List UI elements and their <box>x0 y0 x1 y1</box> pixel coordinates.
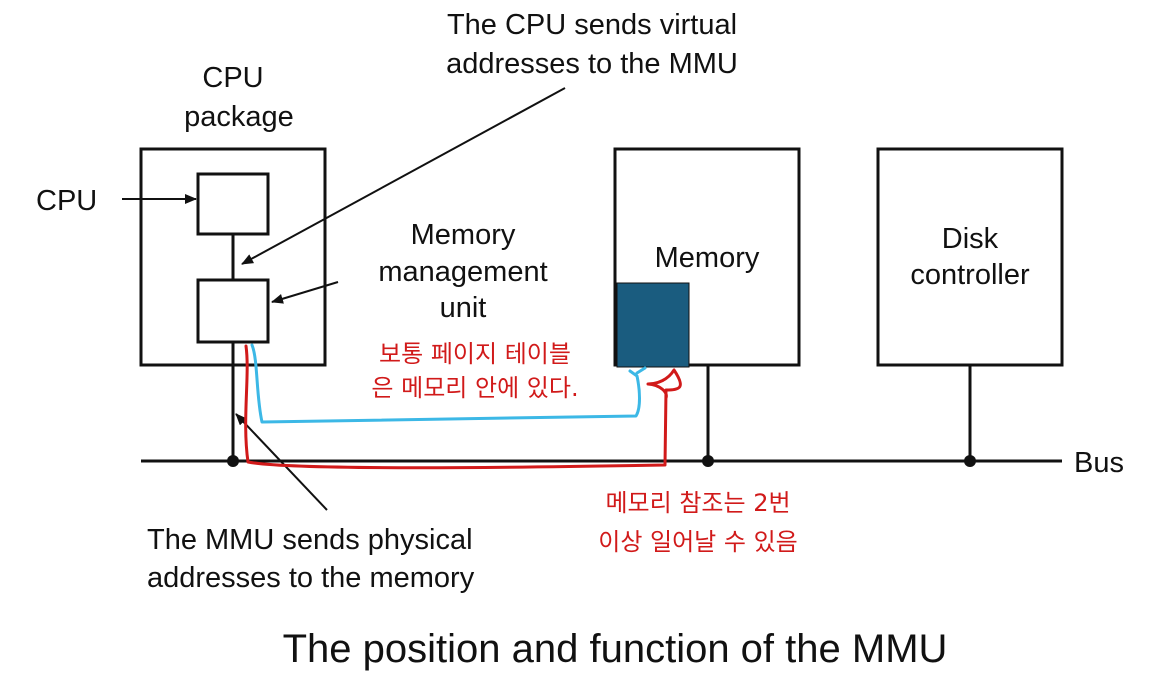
figure-caption: The position and function of the MMU <box>283 627 948 671</box>
disk-controller-box <box>876 147 1064 367</box>
disk-label-line1: Disk <box>942 223 999 255</box>
bus-junction-mmu <box>227 455 239 467</box>
cpu-package-label-line1: CPU <box>202 62 263 94</box>
memory-ref-note-line2: 이상 일어날 수 있음 <box>598 528 798 556</box>
cpu-package-label-line2: package <box>184 101 294 133</box>
physical-address-arrow <box>235 413 328 511</box>
mmu-sends-label-line2: addresses to the memory <box>147 562 475 594</box>
virtual-address-arrow <box>241 87 566 265</box>
page-table-note-line2: 은 메모리 안에 있다. <box>371 374 578 402</box>
mmu-sends-label-line1: The MMU sends physical <box>147 524 473 556</box>
page-table-block <box>616 282 690 368</box>
bus-label: Bus <box>1074 447 1124 479</box>
memory-ref-note-line1: 메모리 참조는 2번 <box>605 489 790 517</box>
mmu-label-line2: management <box>378 256 547 288</box>
cpu-label: CPU <box>36 185 97 217</box>
bus-junction-disk <box>964 455 976 467</box>
page-table-note-line1: 보통 페이지 테이블 <box>379 340 571 368</box>
cpu-box <box>196 172 270 236</box>
cyan-reference-path <box>250 343 647 424</box>
mmu-label-line3: unit <box>440 292 487 324</box>
bus-junction-memory <box>702 455 714 467</box>
cpu-sends-label-line2: addresses to the MMU <box>446 48 738 80</box>
mmu-label-arrow <box>271 281 339 304</box>
memory-label: Memory <box>655 242 760 274</box>
red-reference-path <box>244 344 682 470</box>
disk-label-line2: controller <box>910 259 1030 291</box>
cpu-sends-label-line1: The CPU sends virtual <box>447 9 737 41</box>
mmu-label-line1: Memory <box>411 219 516 251</box>
mmu-box <box>196 278 270 344</box>
